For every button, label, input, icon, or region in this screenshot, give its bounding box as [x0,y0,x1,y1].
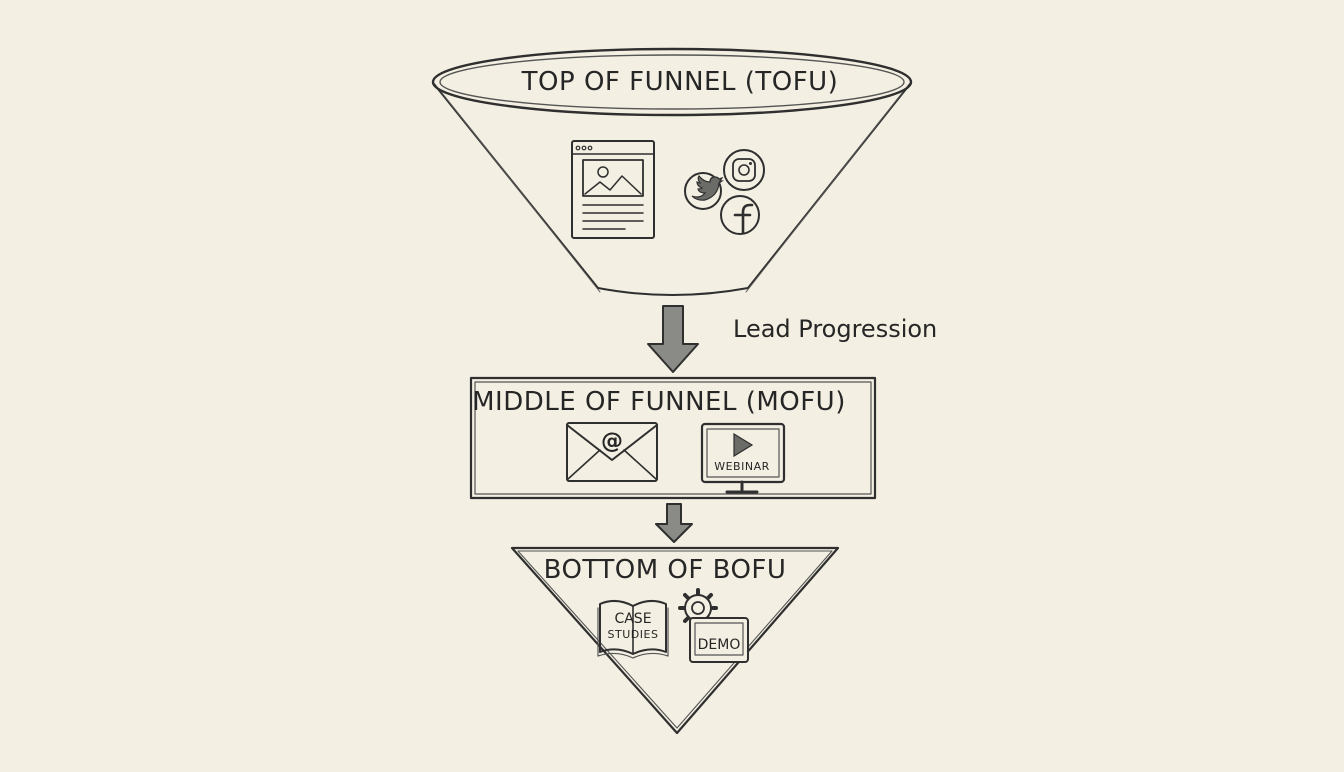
mofu-stage: MIDDLE OF FUNNEL (MOFU) @ WEBINAR [469,376,877,500]
facebook-icon [720,195,760,235]
svg-text:WEBINAR: WEBINAR [714,460,770,473]
instagram-icon [723,149,765,191]
bofu-title-text: BOTTOM OF BOFU [544,555,787,585]
svg-text:DEMO: DEMO [698,637,741,653]
blog-article-icon [571,140,655,239]
bofu-triangle [510,546,840,735]
svg-text:STUDIES: STUDIES [608,628,659,641]
svg-text:CASE: CASE [614,611,651,627]
lead-progression-label: Lead Progression [733,315,937,343]
demo-icon: DEMO [689,617,749,663]
case-studies-icon: CASE STUDIES [597,600,669,659]
progression-arrow-1 [647,305,699,373]
tofu-cone [433,83,911,296]
tofu-title: TOP OF FUNNEL (TOFU) [521,67,839,97]
svg-text:@: @ [601,429,623,454]
tofu-stage: TOP OF FUNNEL (TOFU) [431,47,913,296]
twitter-icon [684,172,724,210]
email-icon: @ [566,422,658,482]
mofu-title: MIDDLE OF FUNNEL (MOFU) [472,387,846,417]
tofu-rim [431,47,913,117]
mofu-box [469,376,877,500]
bofu-stage: BOTTOM OF BOFU CASE STUDIES [510,546,840,735]
progression-arrow-2 [655,503,693,543]
webinar-icon: WEBINAR [700,422,786,494]
